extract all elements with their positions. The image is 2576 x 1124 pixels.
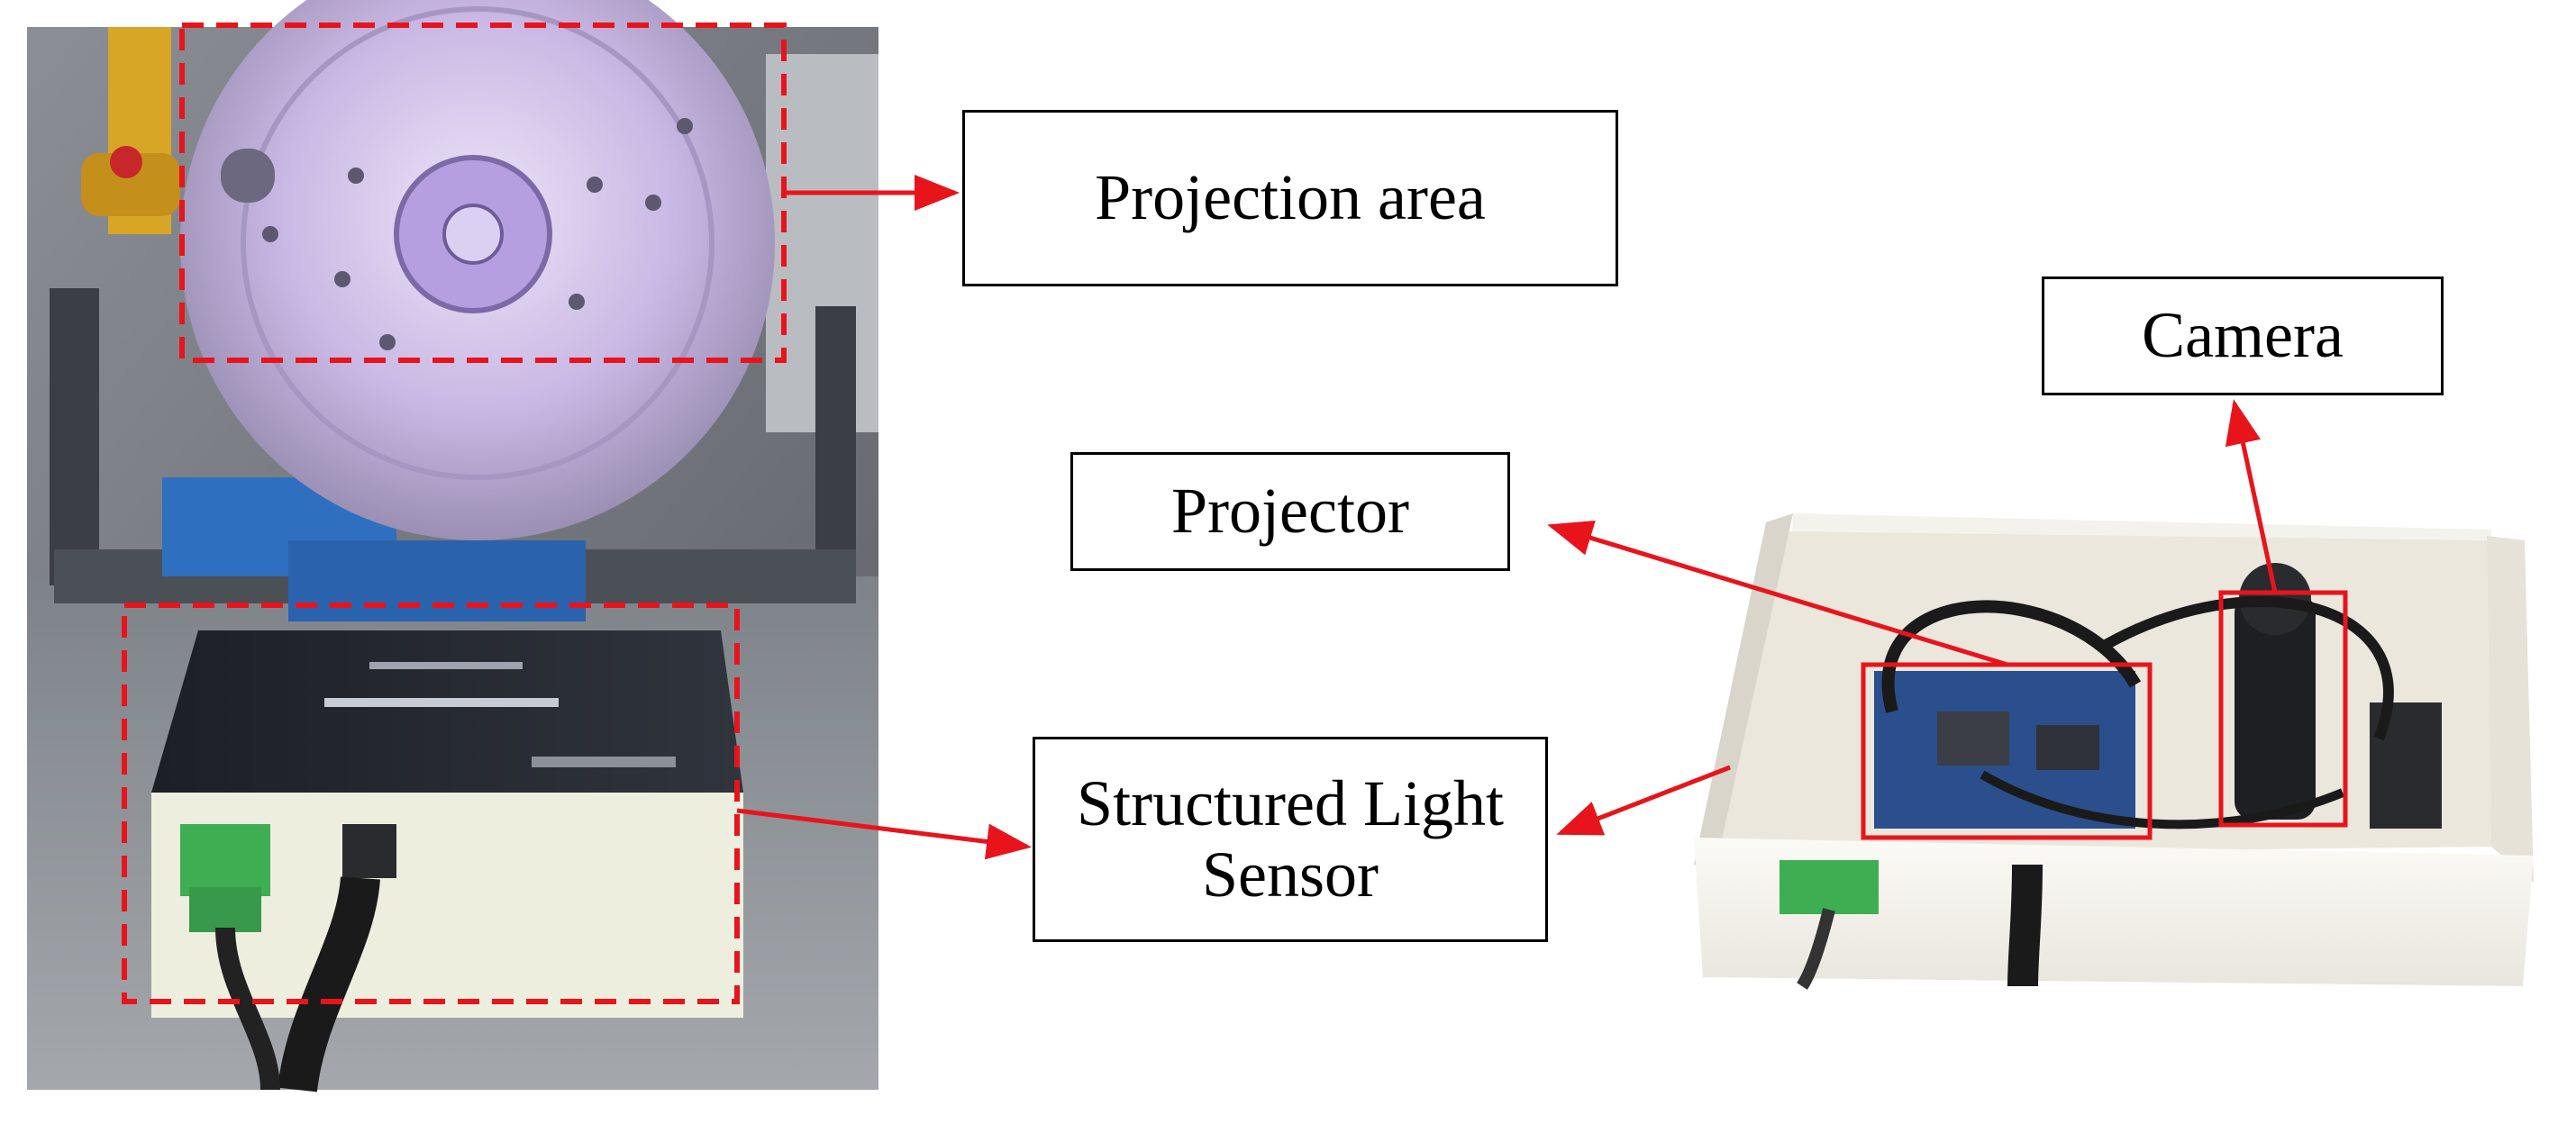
sensor-cable <box>278 875 380 1092</box>
blue-bin-2 <box>288 540 586 621</box>
right-terminal-block <box>1780 860 1879 914</box>
projector-label: Projector <box>1171 475 1409 548</box>
structured-light-sensor-label-line-2: Sensor <box>1202 838 1379 911</box>
camera-label-box: Camera <box>2042 276 2444 395</box>
left-photo <box>27 0 878 1092</box>
camera-highlight-box <box>2218 590 2348 828</box>
flywheel-bolt-holes <box>262 118 693 350</box>
frame-left-post <box>50 288 99 585</box>
arrow-right-sensor <box>1556 765 1731 836</box>
flywheel-cutout <box>221 149 275 203</box>
flywheel-inner-ring <box>241 6 715 480</box>
sensor-lid-text-line-1 <box>369 662 523 669</box>
sensor-lid-logo <box>532 757 676 767</box>
structured-light-sensor-label-box: Structured Light Sensor <box>1033 737 1548 942</box>
enclosure-left-wall <box>1694 513 1793 865</box>
projector-label-box: Projector <box>1070 452 1510 571</box>
sensor-cable-2 <box>215 927 280 1091</box>
flywheel-hub-center <box>442 204 504 265</box>
pcb-chip-2 <box>2036 725 2099 770</box>
callout-arrows <box>736 175 2278 860</box>
sensor-terminal-block-2 <box>189 887 261 932</box>
camera-body <box>2235 594 2316 820</box>
right-cable-down <box>2007 864 2043 987</box>
right-photo <box>1694 513 2534 990</box>
frame-right-post <box>815 306 856 576</box>
red-light <box>110 146 142 178</box>
projection-area-label-box: Projection area <box>962 110 1618 286</box>
sensor-dashed-box <box>122 603 740 1004</box>
cable-loop-2 <box>2096 596 2394 741</box>
pcb-chip <box>1937 712 2009 766</box>
arrow-projector <box>1547 520 2008 667</box>
enclosure-front-wall <box>1694 838 2534 986</box>
projection-area-label: Projection area <box>1095 161 1486 234</box>
sensor-connector <box>342 824 396 878</box>
sensor-lid <box>151 630 743 793</box>
structured-light-sensor-label: Structured Light Sensor <box>1077 766 1504 911</box>
robot-arm-joint <box>81 153 180 216</box>
enclosure-right-wall <box>2487 536 2534 883</box>
right-cable-left <box>1797 908 1835 990</box>
sensor-lid-text-line-2 <box>324 698 559 707</box>
camera-label: Camera <box>2142 299 2344 372</box>
sensor-terminal-block <box>180 824 270 896</box>
arrow-sensor <box>736 808 1032 860</box>
arrow-camera <box>2225 399 2278 594</box>
cable-loop-3 <box>1980 770 2344 829</box>
structured-light-sensor-label-line-1: Structured Light <box>1077 766 1504 839</box>
